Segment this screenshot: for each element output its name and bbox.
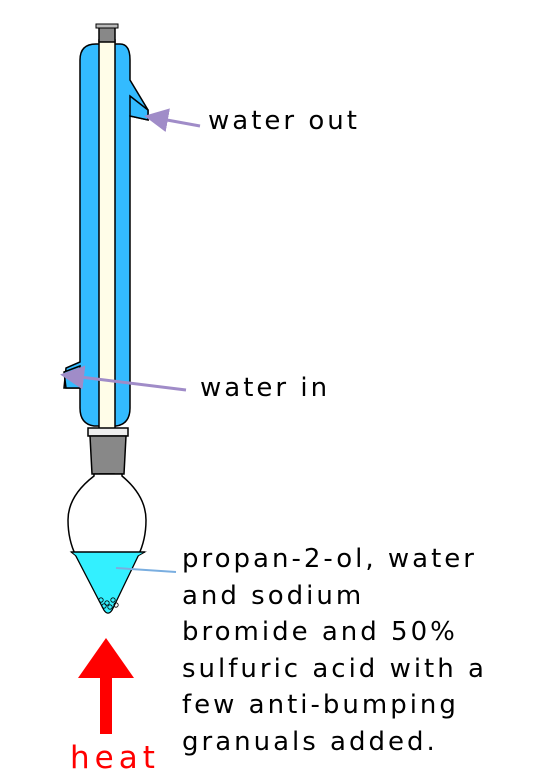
- water-in-label: water in: [200, 373, 331, 403]
- water-out-label: water out: [208, 106, 360, 136]
- mixture-line: few anti-bumping: [182, 690, 459, 720]
- mixture-pointer: [115, 567, 177, 573]
- inner-tube: [98, 39, 116, 433]
- mixture-line: propan-2-ol, water: [182, 544, 477, 574]
- water-in-arrow: [60, 365, 187, 392]
- mixture-line: bromide and 50%: [182, 617, 458, 647]
- water-out-arrow: [144, 108, 201, 132]
- condenser: [63, 23, 149, 433]
- anti-bumping-granules: [98, 597, 119, 610]
- liquid: [69, 551, 147, 614]
- mixture-line: and sodium: [182, 580, 365, 611]
- mixture-line: granuals added.: [182, 726, 438, 757]
- mixture-line: sulfuric acid with a: [182, 653, 487, 684]
- heat-arrow: [78, 638, 134, 734]
- mixture-description: propan-2-ol, water and sodium bromide an…: [182, 541, 552, 760]
- pear-flask: [67, 473, 147, 614]
- heat-label: heat: [70, 740, 160, 776]
- stopper: [89, 435, 127, 475]
